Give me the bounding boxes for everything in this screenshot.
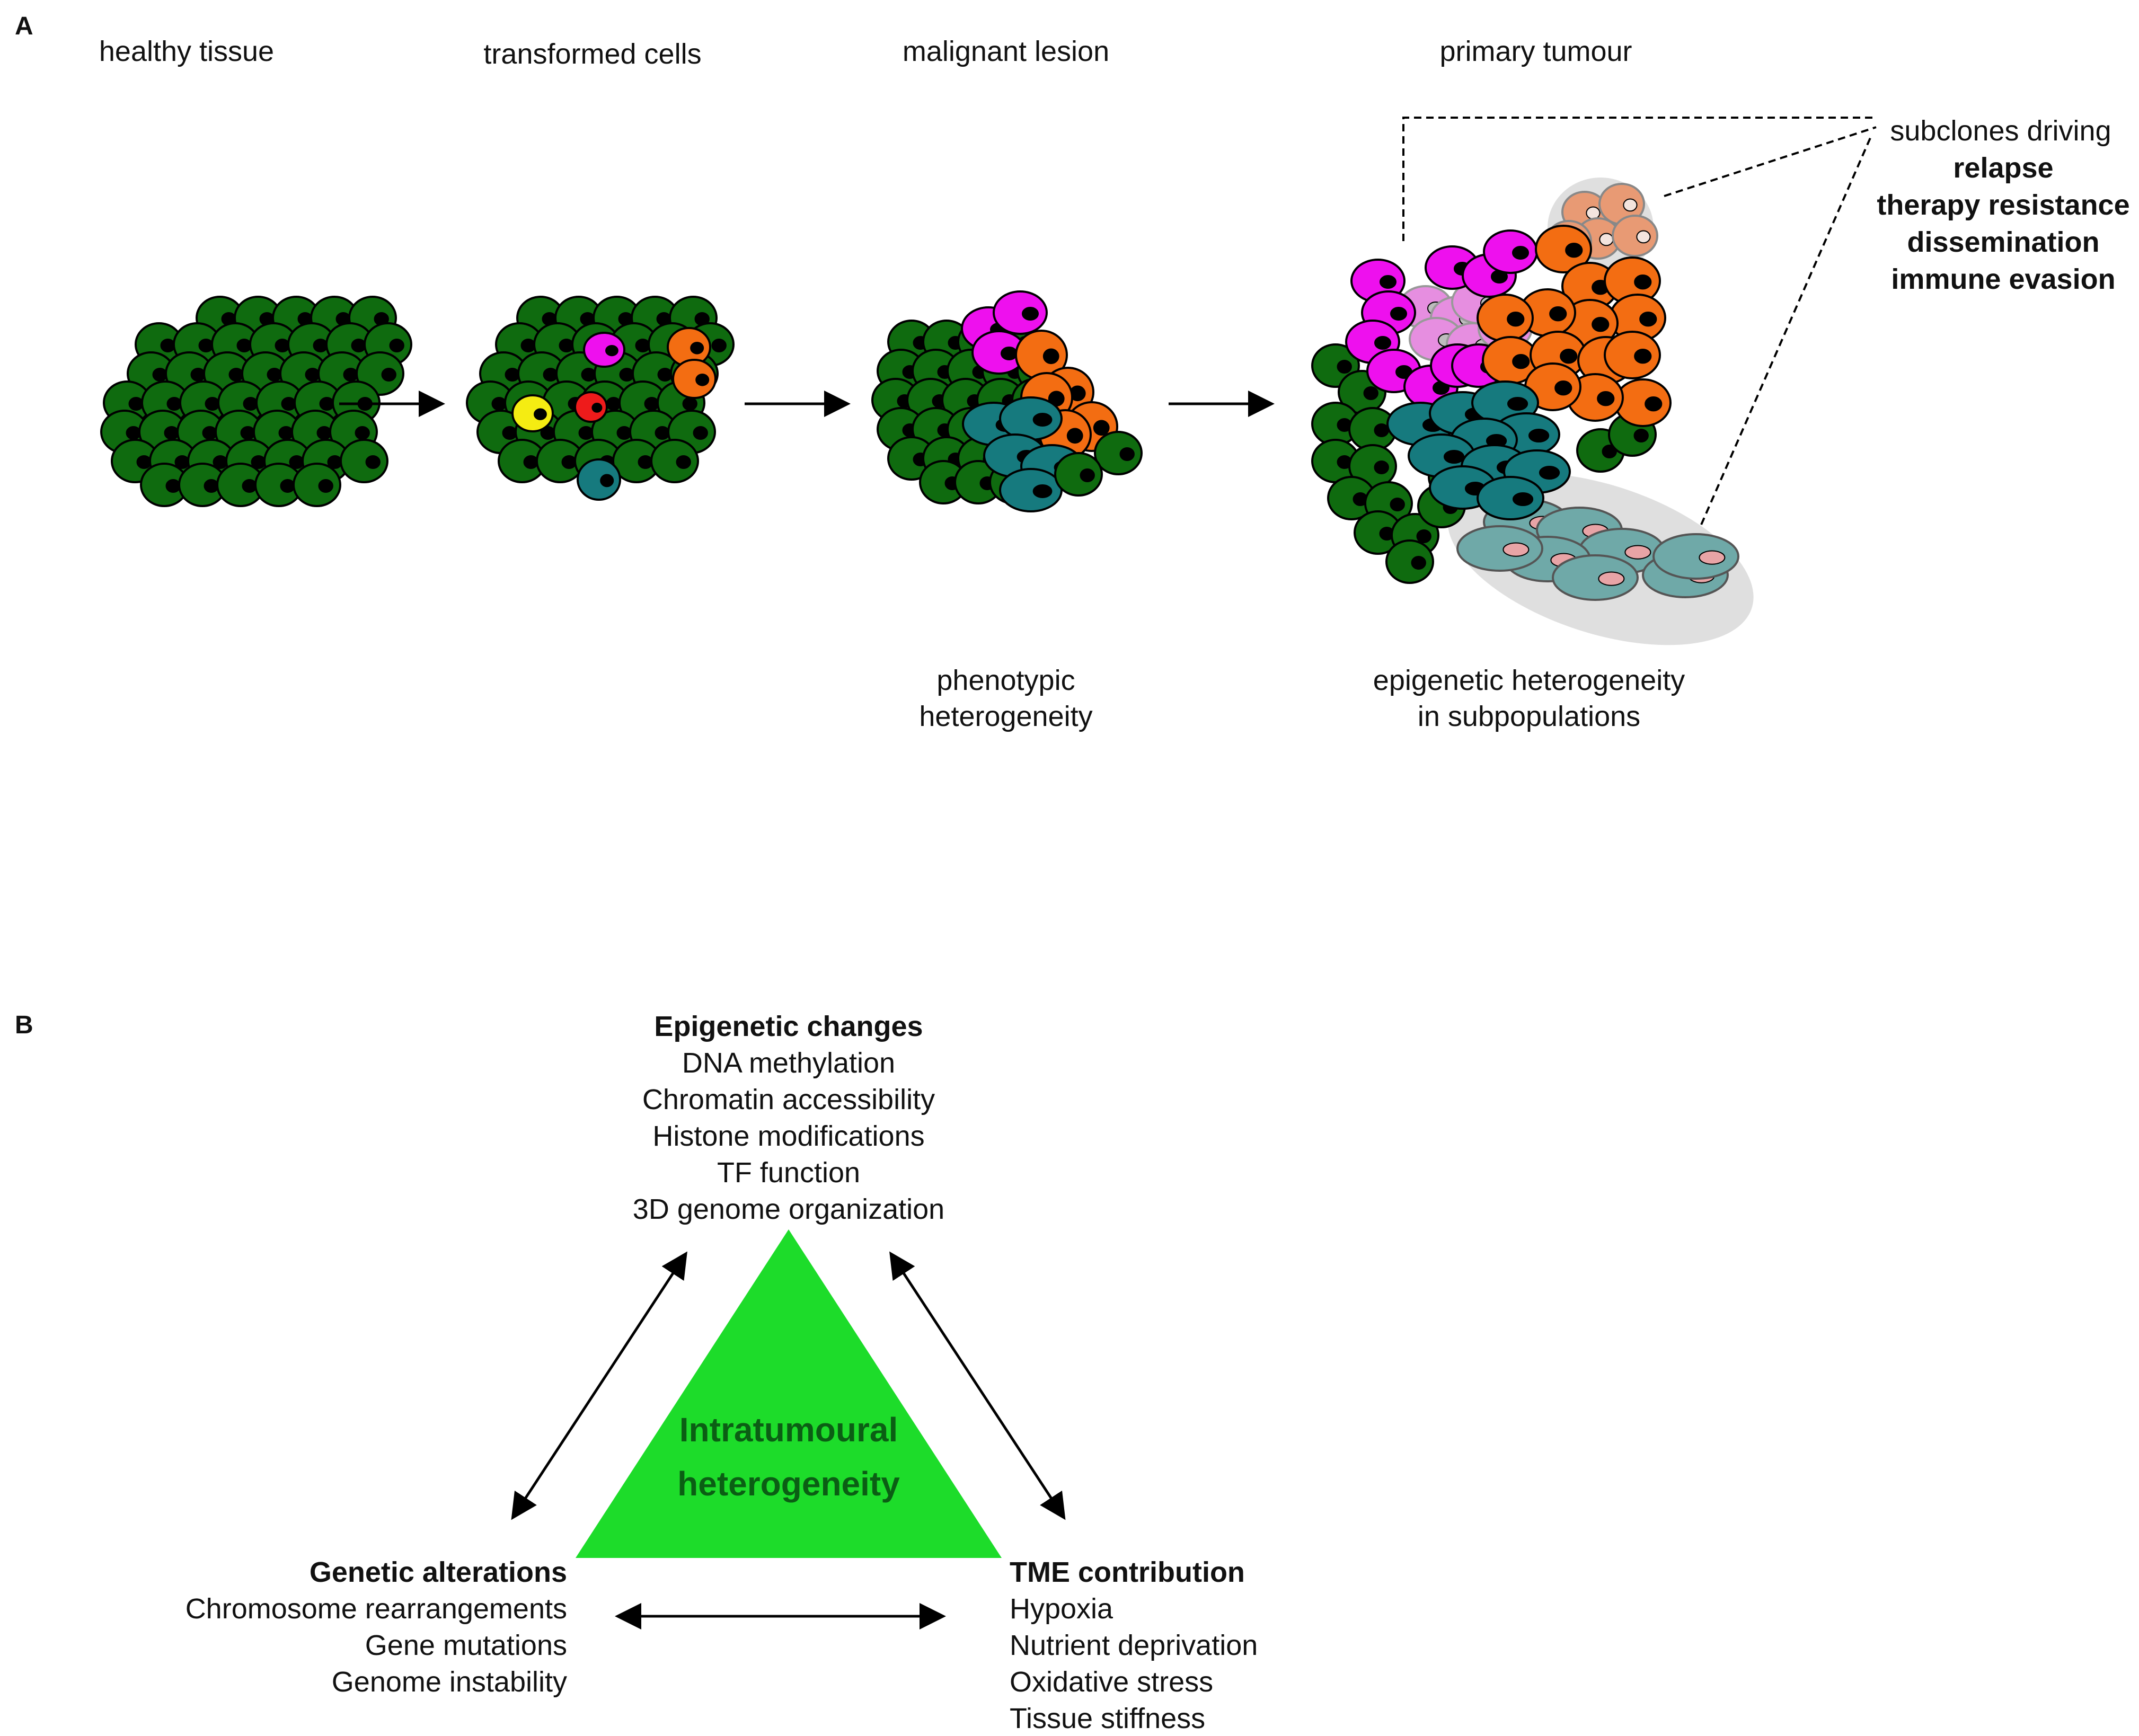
- primary-tumour-cluster: [1311, 178, 1754, 645]
- epigenetic-heterogeneity-line2: in subpopulations: [1418, 701, 1640, 732]
- red-cell: [574, 391, 608, 423]
- epigenetic-heterogeneity-line1: epigenetic heterogeneity: [1373, 665, 1685, 696]
- triangle-label-line1: Intratumoural: [679, 1411, 898, 1449]
- healthy-cell: [1385, 539, 1434, 584]
- magenta-cell: [583, 332, 625, 368]
- faded-teal-cell: [1456, 525, 1543, 572]
- subclone-therapy-resistance: therapy resistance: [1877, 189, 2129, 221]
- arrow-epigenetic-tme: [889, 1251, 1066, 1520]
- tme-contribution-title: TME contribution: [1010, 1556, 1245, 1588]
- genetic-alterations-title: Genetic alterations: [310, 1556, 567, 1588]
- panel-b-label: B: [15, 1011, 33, 1039]
- phenotypic-heterogeneity-line2: heterogeneity: [919, 701, 1092, 732]
- orange-cell: [1561, 262, 1619, 311]
- orange-cell: [672, 359, 717, 399]
- healthy-cell: [498, 439, 546, 483]
- genetic-item-chromosome: Chromosome rearrangements: [185, 1593, 567, 1625]
- genetic-item-genome-instability: Genome instability: [332, 1666, 567, 1698]
- subclone-dissemination: dissemination: [1907, 226, 2099, 258]
- malignant-lesion-cluster: [871, 290, 1143, 512]
- triangle-label-line2: heterogeneity: [677, 1465, 900, 1503]
- teal-cell: [999, 396, 1063, 441]
- tme-item-nutrient: Nutrient deprivation: [1010, 1629, 1258, 1661]
- epigenetic-item-histone: Histone modifications: [652, 1120, 924, 1152]
- healthy-cell: [1354, 510, 1402, 555]
- healthy-cell: [293, 463, 341, 507]
- healthy-cell: [340, 439, 388, 483]
- orange-cell: [1482, 336, 1539, 385]
- stage-primary-tumour: primary tumour: [1439, 36, 1632, 67]
- stage-transformed-cells: transformed cells: [483, 38, 701, 70]
- tme-item-oxidative: Oxidative stress: [1010, 1666, 1213, 1698]
- epigenetic-item-3d-genome: 3D genome organization: [633, 1193, 944, 1225]
- faded-teal-cell: [1552, 554, 1639, 601]
- transformed-cells-cluster: [466, 296, 735, 501]
- epigenetic-item-dna-methylation: DNA methylation: [682, 1047, 895, 1079]
- healthy-cell: [1054, 452, 1103, 497]
- yellow-cell: [511, 394, 554, 432]
- arrow-epigenetic-genetic: [511, 1251, 687, 1520]
- epigenetic-item-chromatin: Chromatin accessibility: [642, 1084, 935, 1115]
- healthy-cell: [650, 439, 699, 483]
- magenta-cell: [1483, 229, 1538, 274]
- peach-cell: [1612, 215, 1658, 257]
- faded-teal-cell: [1652, 533, 1739, 580]
- teal-cell: [577, 458, 621, 501]
- tme-item-stiffness: Tissue stiffness: [1010, 1703, 1205, 1734]
- subclone-immune-evasion: immune evasion: [1891, 263, 2115, 295]
- orange-cell: [1477, 294, 1534, 342]
- healthy-cell: [1094, 431, 1143, 475]
- healthy-cell: [140, 463, 189, 507]
- panel-a-label: A: [15, 12, 33, 40]
- magenta-cell: [993, 290, 1048, 335]
- teal-cell: [1477, 476, 1544, 520]
- tme-item-hypoxia: Hypoxia: [1010, 1593, 1113, 1625]
- orange-cell: [1535, 225, 1592, 273]
- orange-cell: [1604, 331, 1661, 379]
- subclone-relapse: relapse: [1953, 152, 2053, 184]
- epigenetic-item-tf: TF function: [717, 1157, 860, 1189]
- teal-cell: [999, 468, 1063, 512]
- orange-cell: [1524, 362, 1581, 411]
- healthy-tissue-cluster: [100, 296, 412, 507]
- stage-healthy-tissue: healthy tissue: [99, 36, 274, 67]
- intratumoural-triangle: [576, 1229, 1002, 1558]
- epigenetic-changes-title: Epigenetic changes: [654, 1011, 923, 1042]
- orange-cell: [1614, 378, 1672, 427]
- healthy-cell: [536, 439, 585, 483]
- subclones-heading: subclones driving: [1890, 115, 2111, 147]
- stage-malignant-lesion: malignant lesion: [903, 36, 1109, 67]
- genetic-item-gene-mutations: Gene mutations: [365, 1629, 567, 1661]
- phenotypic-heterogeneity-line1: phenotypic: [936, 665, 1075, 696]
- subclone-connectors: [1402, 117, 1877, 525]
